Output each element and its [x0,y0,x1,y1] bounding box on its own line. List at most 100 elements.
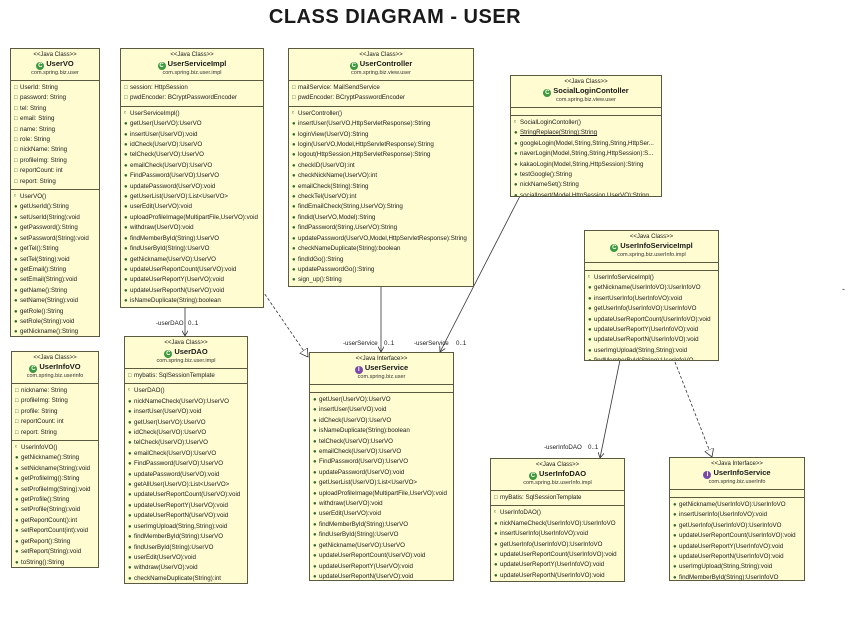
method-text: findPassword(String,UserVO):String [298,224,398,232]
public-visibility-icon: ● [313,563,317,570]
method: ●getNickname(UserVO):UserVO [121,255,263,265]
public-visibility-icon: ● [514,161,518,168]
method: ●findUserById(String):UserVO [310,530,453,540]
method: ●updateUserReportN(UserInfoVO):void [491,571,624,581]
public-visibility-icon: ● [15,549,19,556]
public-visibility-icon: ● [494,572,498,579]
method: ●findEmailCheck(String,UserVO):String [289,202,473,212]
public-visibility-icon: ● [494,541,498,548]
attribute: □nickname: String [12,386,98,396]
method: ●updateUserReportN(UserInfoVO):void [585,335,718,345]
public-visibility-icon: ● [124,162,128,169]
public-visibility-icon: ● [128,450,132,457]
method-text: setTel(String):void [20,255,70,263]
attribute: □mailService: MailSendService [289,83,473,93]
method-text: getNickname(UserVO):UserVO [130,255,216,263]
edge-social-service [440,195,521,352]
public-visibility-icon: ● [514,192,518,197]
method: ●updateUserReportY(UserInfoVO):void [585,325,718,335]
attribute: □password: String [11,93,99,103]
method: ●getNickname(UserInfoVO):UserInfoVO [585,283,718,293]
method: ●updateUserReportN(UserVO):void [121,286,263,296]
private-visibility-icon: □ [14,126,18,133]
method-text: updateUserReportY(UserVO):void [130,276,224,284]
private-visibility-icon: □ [14,85,18,91]
method-text: getUser(UserVO):UserVO [130,120,202,128]
constructor-icon: ᶜ [128,388,131,395]
method-text: getNickname(UserInfoVO):UserInfoVO [679,501,786,508]
method: ●userEdit(UserVO):void [310,509,453,519]
public-visibility-icon: ● [292,121,296,128]
method-text: updateUserReportN(UserVO):void [319,572,414,580]
public-visibility-icon: ● [494,520,498,527]
class-package: com.spring.biz.view.user [351,70,411,76]
private-visibility-icon: □ [124,85,128,91]
public-visibility-icon: ● [313,449,317,456]
method-text: getProfile():String [21,496,70,504]
method: ●telCheck(UserVO):UserVO [310,437,453,447]
public-visibility-icon: ● [14,256,18,263]
label-userservice-multiplicity-1: 0..1 [384,340,395,347]
method: ●FindPassword(UserVO):UserVO [121,171,263,181]
attributes-section [310,385,453,392]
method-text: updateUserReportCount(UserInfoVO):void [679,532,796,540]
public-visibility-icon: ● [292,214,296,221]
method-text: updatePassword(UserVO):void [134,470,220,478]
public-visibility-icon: ● [313,428,317,435]
method-text: UserServiceImpl() [130,109,180,117]
method-text: uploadProfileImage(MultipartFile,UserVO)… [130,213,258,221]
method: ●setEmail(String):void [11,275,99,285]
public-visibility-icon: ● [124,194,128,201]
method-text: findMemberById(String):UserVO [134,533,224,541]
attribute: □profileImg: String [11,156,99,166]
method-text: findUserById(String):UserVO [319,531,399,539]
edge-infoserviceimpl-infodao [600,359,621,458]
method: ●setRole(String):void [11,317,99,327]
method: ●updatePassword(UserVO):void [125,470,247,480]
public-visibility-icon: ● [673,554,677,561]
public-visibility-icon: ● [514,140,518,147]
method: ●getNickname():String [11,327,99,336]
method-text: updateUserReportN(UserVO):void [130,286,225,294]
private-visibility-icon: □ [292,95,296,102]
method-text: emailCheck(String):String [298,182,369,190]
method: ●findIdGo():String [289,255,473,265]
public-visibility-icon: ● [514,172,518,179]
method-text: googleLogin(Model,String,String,String,H… [520,139,654,147]
public-visibility-icon: ● [14,225,18,232]
attributes-section [511,108,661,115]
method-text: updateUserReportY(UserInfoVO):void [500,561,605,569]
public-visibility-icon: ● [124,246,128,253]
method: ●updateUserReportCount(UserInfoVO):void [585,315,718,325]
attribute: □UserId: String [11,83,99,93]
public-visibility-icon: ● [128,492,132,499]
method-text: setProfile(String):void [21,506,81,514]
method-text: findUserById(String):UserVO [130,245,210,253]
public-visibility-icon: ● [128,409,132,416]
public-visibility-icon: ● [124,152,128,159]
public-visibility-icon: ● [124,298,128,305]
attribute-text: session: HttpSession [130,84,188,91]
method: ●getNickname(UserInfoVO):UserInfoVO [670,500,804,510]
public-visibility-icon: ● [292,162,296,169]
method-text: SocialLoginContoller() [520,119,581,126]
method-text: withdraw(UserVO):void [319,500,383,508]
private-visibility-icon: □ [14,157,18,164]
